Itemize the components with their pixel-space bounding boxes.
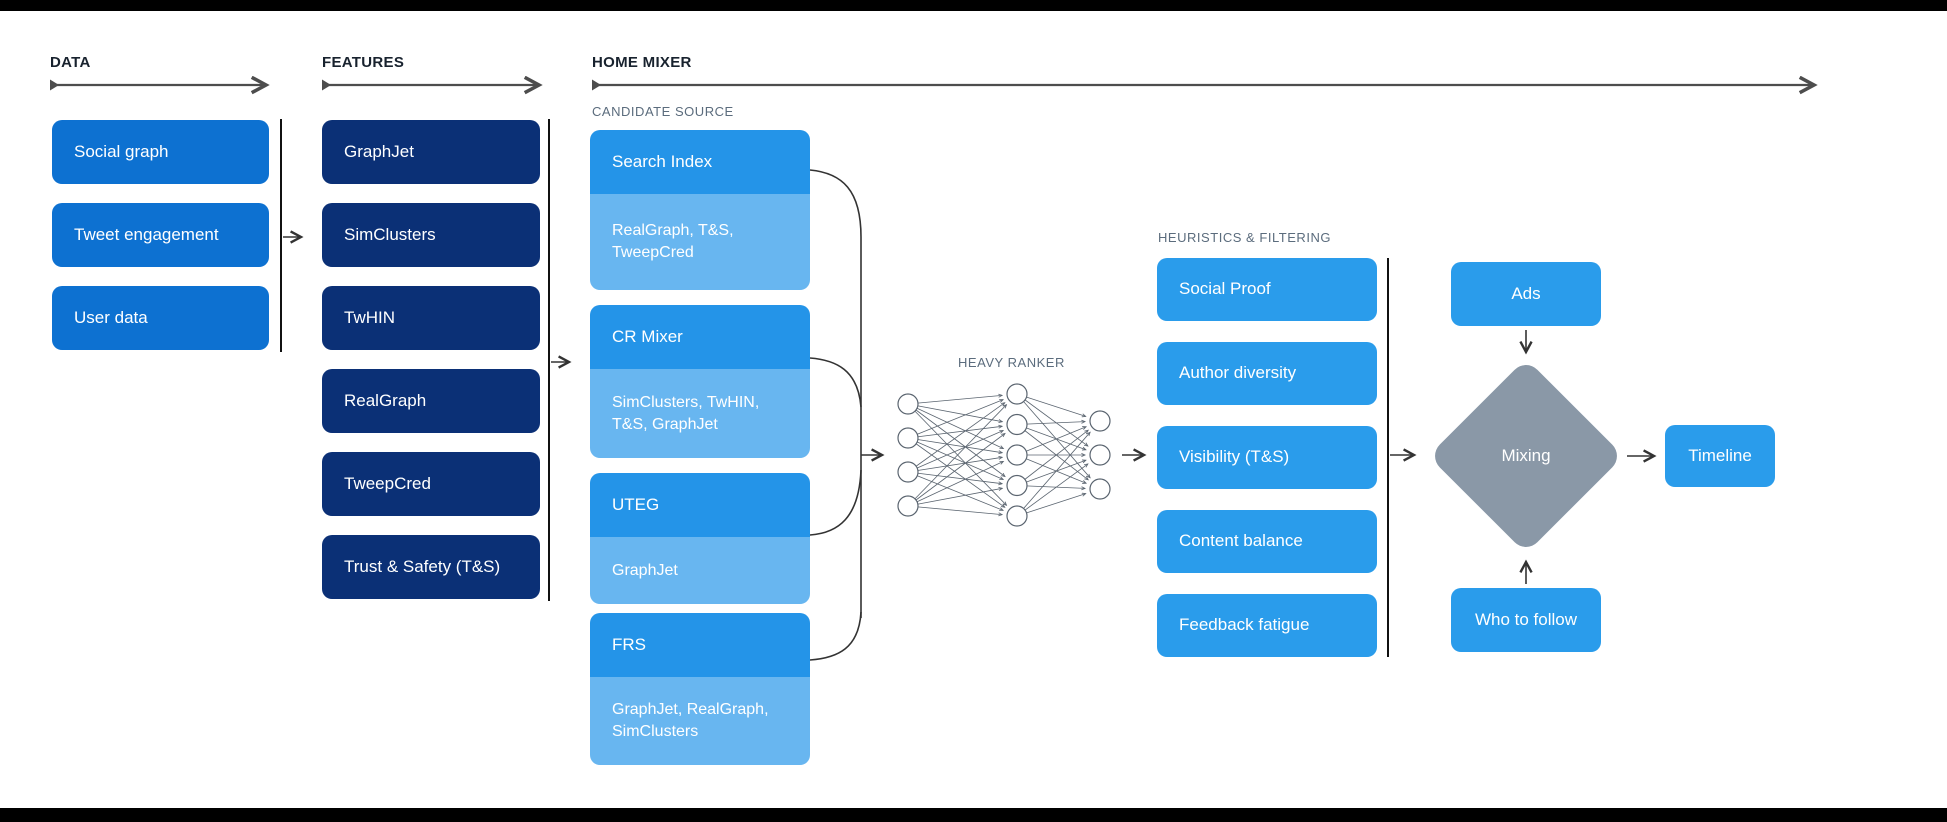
candidate-uteg-title: UTEG xyxy=(590,473,810,537)
feature-box-simclusters: SimClusters xyxy=(322,203,540,267)
data-box-social-graph: Social graph xyxy=(52,120,269,184)
top-black-bar xyxy=(0,0,1947,11)
heuristic-box-content-balance: Content balance xyxy=(1157,510,1377,573)
candidate-cr-mixer: CR Mixer SimClusters, TwHIN, T&S, GraphJ… xyxy=(590,305,810,458)
candidate-frs-uses: GraphJet, RealGraph, SimClusters xyxy=(590,677,810,765)
bottom-black-bar xyxy=(0,808,1947,822)
data-box-user-data: User data xyxy=(52,286,269,350)
mixing-diamond-label: Mixing xyxy=(1501,446,1551,465)
label-heavy-ranker: HEAVY RANKER xyxy=(958,355,1065,370)
candidate-uteg-uses: GraphJet xyxy=(590,537,810,604)
candidate-search-index-title: Search Index xyxy=(590,130,810,194)
data-box-tweet-engagement: Tweet engagement xyxy=(52,203,269,267)
who-to-follow-box: Who to follow xyxy=(1451,588,1601,652)
candidate-cr-mixer-uses: SimClusters, TwHIN, T&S, GraphJet xyxy=(590,369,810,458)
feature-box-twhin: TwHIN xyxy=(322,286,540,350)
heuristic-box-visibility: Visibility (T&S) xyxy=(1157,426,1377,489)
candidate-search-index: Search Index RealGraph, T&S, TweepCred xyxy=(590,130,810,290)
candidate-frs: FRS GraphJet, RealGraph, SimClusters xyxy=(590,613,810,765)
timeline-box: Timeline xyxy=(1665,425,1775,487)
candidate-cr-mixer-title: CR Mixer xyxy=(590,305,810,369)
feature-box-trust-safety: Trust & Safety (T&S) xyxy=(322,535,540,599)
separator-features-candidates xyxy=(548,119,569,601)
feature-box-graphjet: GraphJet xyxy=(322,120,540,184)
heuristic-box-author-diversity: Author diversity xyxy=(1157,342,1377,405)
header-arrow-home-mixer xyxy=(592,80,1814,91)
header-arrow-features xyxy=(322,80,539,91)
section-header-data: DATA xyxy=(50,54,91,71)
candidate-collector xyxy=(809,169,862,661)
header-arrow-data xyxy=(50,80,266,91)
ads-box: Ads xyxy=(1451,262,1601,326)
section-header-features: FEATURES xyxy=(322,54,405,71)
section-header-home-mixer: HOME MIXER xyxy=(592,54,692,71)
feature-box-realgraph: RealGraph xyxy=(322,369,540,433)
separator-data-features xyxy=(280,119,301,352)
feature-box-tweepcred: TweepCred xyxy=(322,452,540,516)
candidate-uteg: UTEG GraphJet xyxy=(590,473,810,604)
candidate-search-index-uses: RealGraph, T&S, TweepCred xyxy=(590,194,810,290)
separator-heuristics-mixing xyxy=(1387,258,1414,657)
neural-network-icon xyxy=(897,383,1111,527)
label-heuristics-filtering: HEURISTICS & FILTERING xyxy=(1158,230,1331,245)
heuristic-box-social-proof: Social Proof xyxy=(1157,258,1377,321)
label-candidate-source: CANDIDATE SOURCE xyxy=(592,104,734,119)
heuristic-box-feedback-fatigue: Feedback fatigue xyxy=(1157,594,1377,657)
candidate-frs-title: FRS xyxy=(590,613,810,677)
